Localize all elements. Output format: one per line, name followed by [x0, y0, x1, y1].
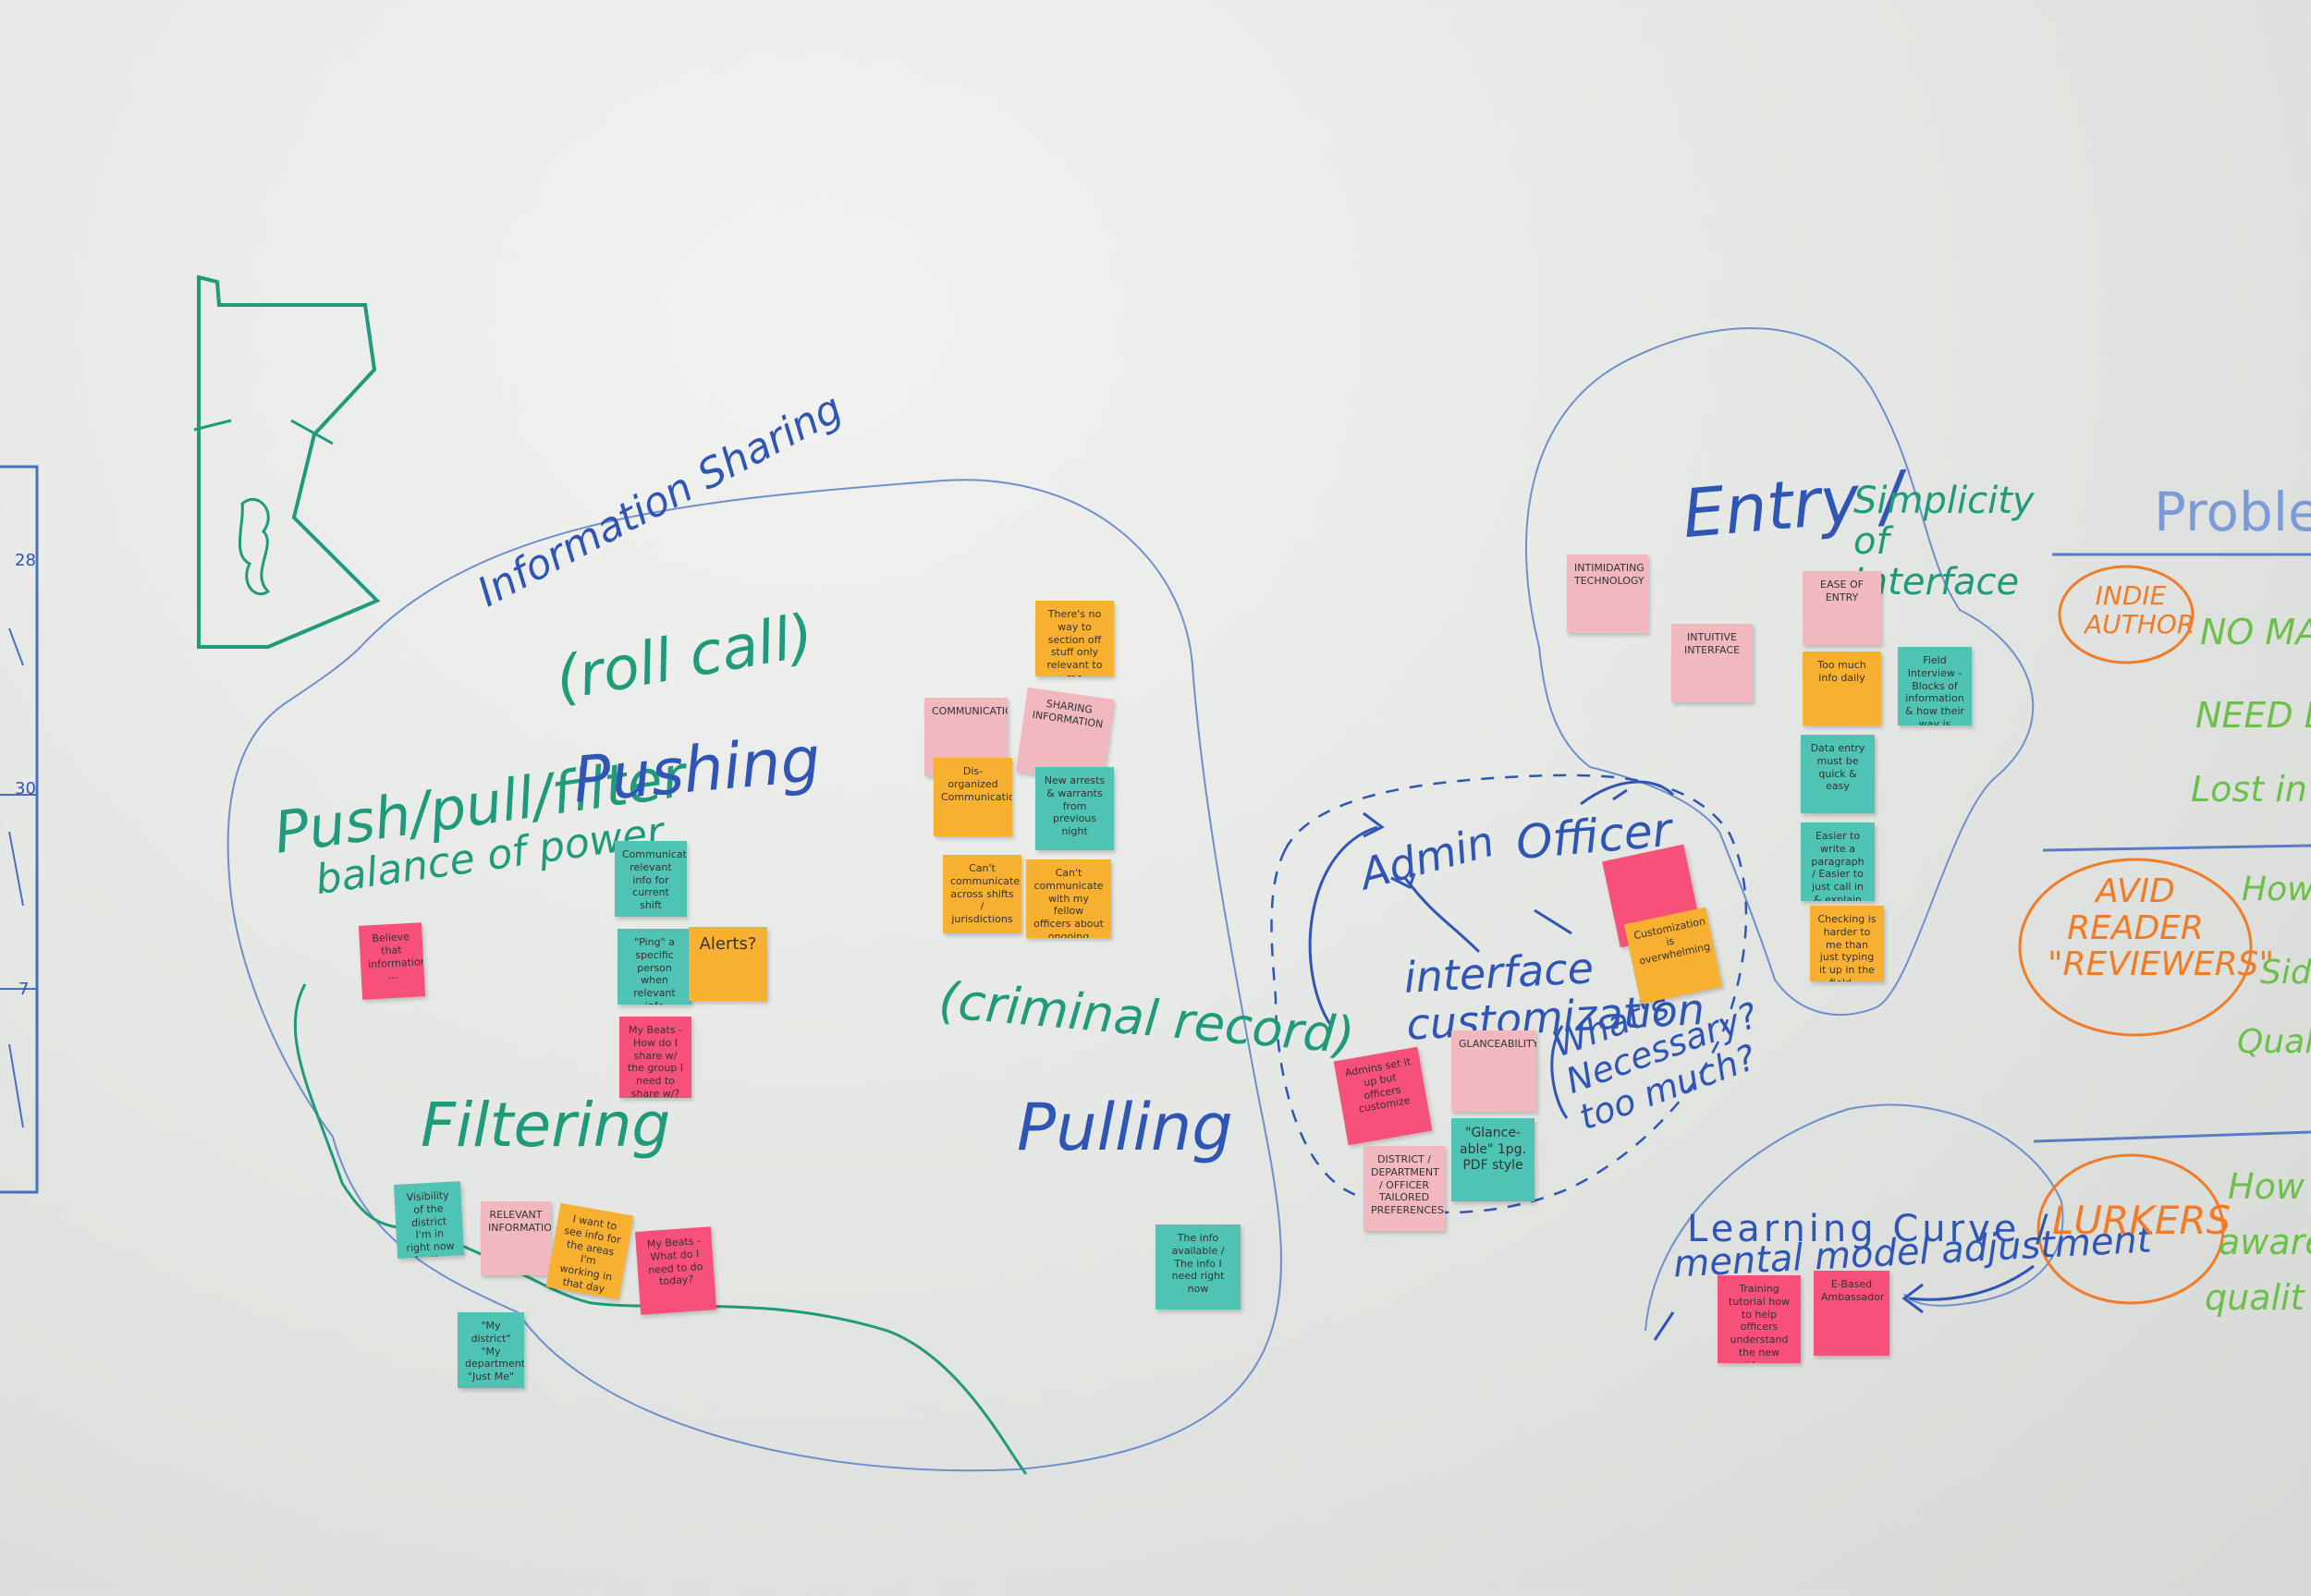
- label-learning-curve: Learning Curve /: [1687, 1208, 2052, 1250]
- label-how-1: How: [2242, 871, 2311, 908]
- label-need-e: NEED E: [2195, 695, 2311, 736]
- label-quali-2: qualit: [2205, 1277, 2305, 1318]
- label-aware: aware: [2219, 1222, 2311, 1262]
- sticky-note: Alerts?: [689, 927, 767, 1001]
- label-filtering: Filtering: [421, 1090, 671, 1161]
- sticky-note: "Ping" a specific person when relevant i…: [617, 929, 691, 1005]
- sticky-note: Believe that information ...: [358, 922, 426, 1000]
- sticky-note: New arrests & warrants from previous nig…: [1035, 767, 1114, 850]
- sticky-note: GLANCEABILITY: [1451, 1030, 1536, 1112]
- label-quali-1: Quali: [2237, 1023, 2311, 1061]
- sticky-note: Easier to write a paragraph / Easier to …: [1801, 822, 1875, 901]
- label-indie-author: INDIE AUTHOR: [2085, 580, 2195, 640]
- sticky-note: Admins set it up but officers customize: [1333, 1046, 1433, 1146]
- sticky-note: Communicate relevant info for current sh…: [615, 841, 687, 917]
- sticky-note: Can't communicate with my fellow officer…: [1026, 859, 1111, 938]
- sticky-note: My Beats - How do I share w/ the group I…: [619, 1017, 691, 1098]
- label-lost-in: Lost in l: [2191, 769, 2311, 810]
- label-problem: Proble: [2154, 481, 2311, 543]
- sticky-note: "Glance-able" 1pg. PDF style: [1451, 1118, 1535, 1201]
- sticky-note: There's no way to section off stuff only…: [1035, 601, 1114, 676]
- label-lurkers: LURKERS: [2052, 1198, 2232, 1243]
- sticky-note: Visibility of the district I'm in right …: [393, 1181, 465, 1259]
- sticky-note: INTIMIDATING TECHNOLOGY: [1567, 554, 1648, 633]
- label-pulling: Pulling: [1017, 1090, 1233, 1165]
- calendar-number-30: 30: [15, 779, 36, 798]
- calendar-number-7: 7: [18, 980, 30, 999]
- sticky-note: Training tutorial how to help officers u…: [1718, 1275, 1801, 1363]
- sticky-note: Customization is overwhelming: [1623, 907, 1723, 1005]
- sticky-note: Too much info daily: [1803, 652, 1881, 725]
- calendar-number-28: 28: [15, 551, 36, 570]
- label-simplicity-of-interface: Simplicity of Interface: [1853, 480, 2035, 603]
- sticky-note: Field Interview - Blocks of information …: [1898, 647, 1972, 725]
- sticky-note: The info available / The info I need rig…: [1156, 1224, 1241, 1310]
- sticky-note: Data entry must be quick & easy: [1801, 735, 1875, 813]
- sticky-note: "My district" "My department" "Just Me": [458, 1312, 524, 1388]
- sticky-note: Dis-organized Communication: [934, 758, 1012, 836]
- sticky-note: E-Based Ambassador: [1814, 1271, 1889, 1356]
- sticky-note: Can't communicate across shifts / jurisd…: [943, 855, 1021, 933]
- sticky-note: EASE OF ENTRY: [1803, 571, 1881, 645]
- label-avid-reader: AVID READER "REVIEWERS": [2048, 872, 2275, 984]
- label-how-2: How t: [2228, 1166, 2311, 1207]
- label-side: Sid: [2260, 954, 2311, 992]
- sticky-note: RELEVANT INFORMATION: [481, 1201, 551, 1275]
- sticky-note: My Beats - What do I need to do today?: [634, 1226, 717, 1315]
- sticky-note: Checking is harder to me than just typin…: [1810, 906, 1884, 981]
- sticky-note: INTUITIVE INTERFACE: [1671, 624, 1753, 702]
- label-no-mar: NO MAR: [2200, 612, 2311, 652]
- sticky-note: DISTRICT / DEPARTMENT / OFFICER TAILORED…: [1363, 1146, 1445, 1231]
- sticky-note: I want to see info for the areas I'm wor…: [545, 1202, 634, 1300]
